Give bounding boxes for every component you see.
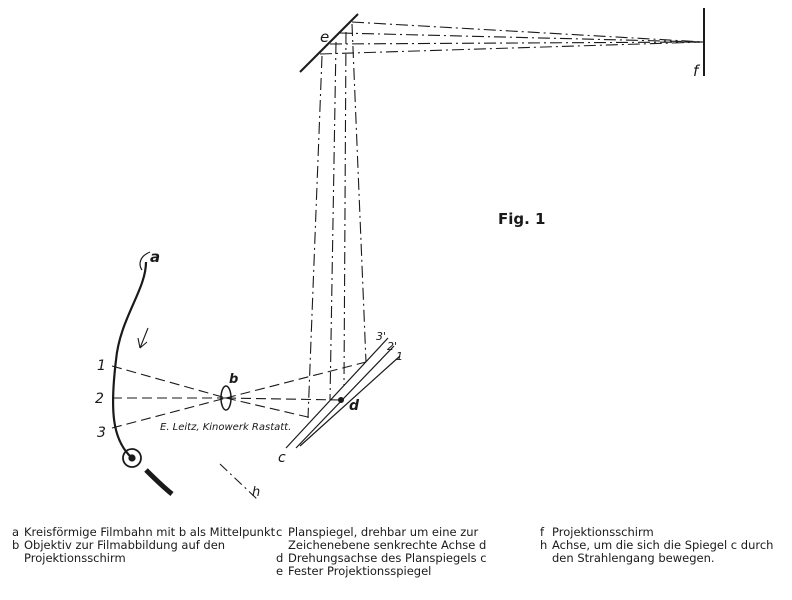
legend-key: e (276, 564, 284, 578)
beams-film-to-mirror (111, 361, 367, 429)
label-a: a (150, 248, 160, 266)
label-e: e (320, 28, 329, 46)
legend-text: Projektionsschirm (552, 525, 654, 539)
label-h: h (252, 485, 260, 500)
label-point-1: 1 (97, 358, 106, 374)
legend-item-a: a Kreisförmige Filmbahn mit b als Mittel… (12, 526, 280, 539)
lens-b (220, 385, 232, 411)
legend-text: Kreisförmige Filmbahn mit b als Mittelpu… (24, 525, 276, 539)
mirror-c (285, 337, 401, 449)
film-end-top (139, 251, 151, 271)
label-d: d (349, 398, 360, 414)
film-end-bottom (144, 468, 174, 496)
optical-diagram: e f a b d c h 1 2 3 3' 2' 1 Fig. 1 E. Le… (95, 8, 705, 501)
axis-h (219, 463, 259, 501)
label-b: b (229, 372, 238, 387)
legend-key: b (12, 538, 20, 552)
legend-text: Fester Projektionsspiegel (288, 564, 432, 578)
legend-key: h (540, 538, 548, 552)
legend-column-1: a Kreisförmige Filmbahn mit b als Mittel… (12, 526, 280, 565)
legend-text: Planspiegel, drehbar um eine zur Zeichen… (288, 525, 487, 552)
credit-text: E. Leitz, Kinowerk Rastatt. (160, 422, 291, 433)
legend-text: Objektiv zur Filmabbildung auf den Proje… (24, 538, 226, 565)
sprocket-hub (128, 454, 136, 462)
legend-item-d: d Drehungsachse des Planspiegels c (276, 552, 538, 565)
label-f: f (693, 62, 701, 80)
label-mirror-1: 1 (396, 350, 403, 363)
legend-key: a (12, 525, 20, 539)
legend-column-2: c Planspiegel, drehbar um eine zur Zeich… (276, 526, 538, 578)
legend-key: c (276, 525, 283, 539)
figure-title: Fig. 1 (498, 210, 545, 228)
legend-item-f: f Projektionsschirm (540, 526, 790, 539)
film-path-a (111, 261, 148, 459)
legend-item-e: e Fester Projektionsspiegel (276, 565, 538, 578)
legend-item-b: b Objektiv zur Filmabbildung auf den Pro… (12, 539, 280, 565)
mirror-e (299, 13, 359, 73)
legend-text: Drehungsachse des Planspiegels c (288, 551, 487, 565)
pivot-d (338, 397, 344, 403)
label-mirror-3: 3' (376, 330, 386, 343)
beams-e-to-f (319, 21, 705, 55)
label-point-3: 3 (97, 425, 106, 441)
legend-column-3: f Projektionsschirm h Achse, um die sich… (540, 526, 790, 565)
legend-item-h: h Achse, um die sich die Spiegel c durch… (540, 539, 790, 565)
label-mirror-2: 2' (387, 340, 397, 353)
legend-item-c: c Planspiegel, drehbar um eine zur Zeich… (276, 526, 538, 552)
direction-arrow (137, 327, 149, 349)
legend: a Kreisförmige Filmbahn mit b als Mittel… (0, 526, 792, 596)
label-c: c (278, 450, 286, 466)
label-point-2: 2 (95, 391, 104, 407)
legend-key: f (540, 525, 545, 539)
legend-key: d (276, 551, 284, 565)
sprocket-wheel (122, 448, 142, 468)
legend-text: Achse, um die sich die Spiegel c durch d… (552, 538, 774, 565)
beams-c-to-e (307, 23, 367, 419)
